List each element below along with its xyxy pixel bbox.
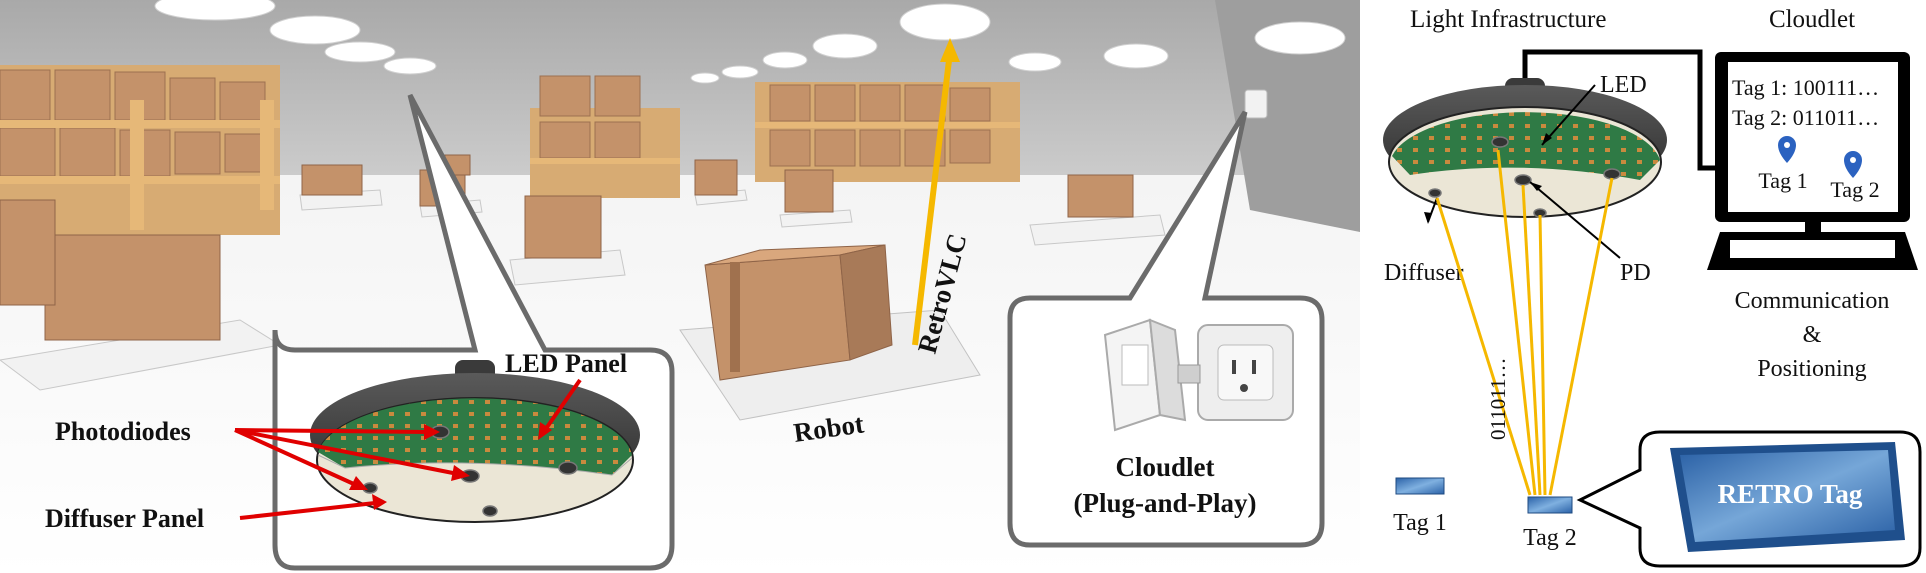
light-infrastructure-title: Light Infrastructure	[1410, 6, 1606, 33]
retrovlc-arrowhead	[940, 38, 960, 62]
screen-tag2-label: Tag 2	[1830, 177, 1879, 202]
ampersand-label: &	[1803, 322, 1822, 348]
system-schematic: Light Infrastructure Cloudlet	[1383, 6, 1922, 568]
cloudlet-title: Cloudlet	[1769, 6, 1855, 33]
plug-device-icon	[1103, 318, 1294, 432]
communication-label: Communication	[1735, 288, 1890, 314]
tag1-icon	[1395, 477, 1445, 495]
tag2-label: Tag 2	[1523, 525, 1577, 551]
cloudlet-monitor	[1707, 52, 1918, 270]
retro-tag-callout: RETRO Tag	[1576, 430, 1922, 568]
retro-tag-label: RETRO Tag	[1718, 479, 1863, 509]
screen-tag1-label: Tag 1	[1758, 168, 1807, 193]
warehouse-scene: RetroVLC Robot	[0, 0, 1360, 573]
cloudlet-callout-subtitle: (Plug-and-Play)	[1073, 488, 1256, 518]
retrovlc-beam	[912, 51, 953, 346]
tag2-icon	[1527, 496, 1573, 514]
robot-box	[704, 244, 893, 381]
wall-cloudlet-device	[1244, 89, 1268, 119]
diffuser-panel-label: Diffuser Panel	[45, 504, 204, 533]
screen-line-2: Tag 2: 011011…	[1732, 105, 1879, 130]
wall-right	[1215, 0, 1360, 232]
positioning-label: Positioning	[1757, 356, 1866, 382]
pd-label: PD	[1620, 260, 1651, 286]
bitstream-label: 011011…	[1486, 358, 1510, 440]
lamp-callout: LED Panel Photodiodes Diffuser Panel	[45, 93, 675, 571]
tag1-label: Tag 1	[1393, 510, 1447, 536]
photodiodes-label: Photodiodes	[55, 417, 191, 446]
diffuser-label: Diffuser	[1384, 260, 1464, 286]
ceiling-lamps	[154, 0, 1346, 84]
location-pin-icon-1	[1778, 136, 1796, 163]
cloudlet-callout: Cloudlet (Plug-and-Play)	[1007, 110, 1325, 548]
tag-beams	[1435, 149, 1614, 496]
schematic-lamp	[1383, 78, 1667, 218]
led-panel-label: LED Panel	[505, 349, 627, 378]
lamp-cloudlet-cable	[1522, 49, 1735, 171]
location-pin-icon-2	[1844, 151, 1862, 178]
boxes-on-robots	[0, 154, 1166, 421]
cloudlet-callout-title: Cloudlet	[1115, 452, 1214, 482]
screen-line-1: Tag 1: 100111…	[1732, 75, 1879, 100]
shelf-center	[530, 75, 1020, 198]
led-label: LED	[1600, 72, 1647, 98]
